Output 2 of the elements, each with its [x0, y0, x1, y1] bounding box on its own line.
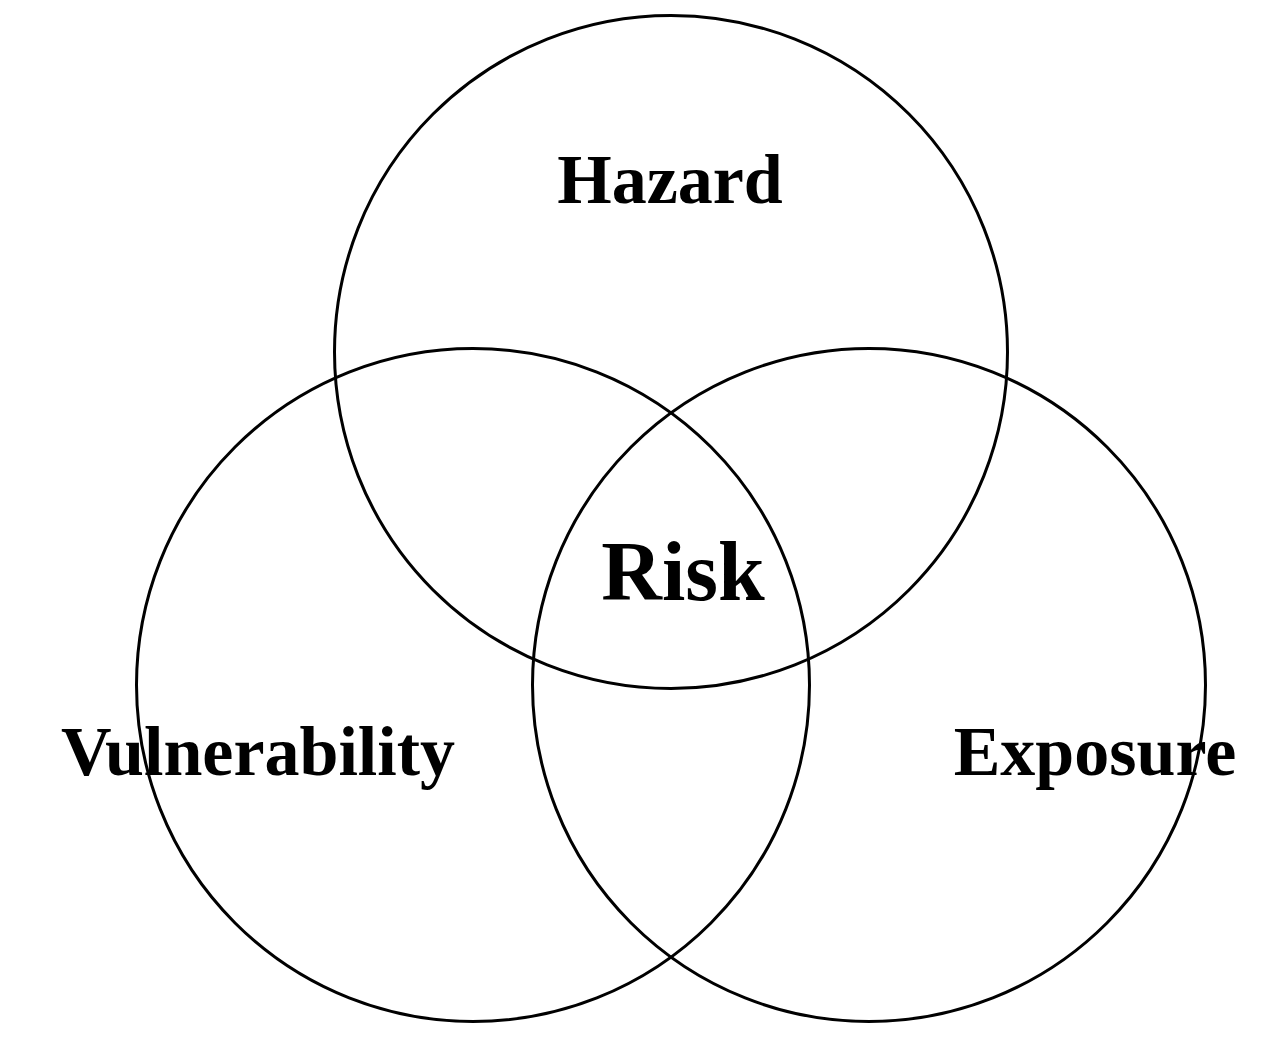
overlap-label: Risk — [601, 530, 765, 614]
circle-label: Hazard — [557, 145, 783, 215]
